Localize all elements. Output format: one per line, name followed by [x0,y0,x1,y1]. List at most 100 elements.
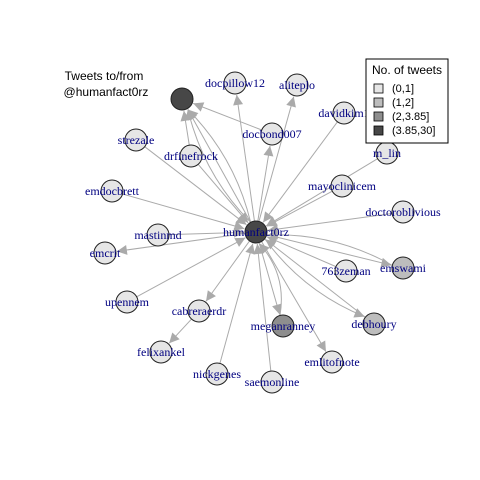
node-label-mastinmd: mastinmd [134,228,181,242]
edge-humanfact0rz-to-emswami [266,234,392,266]
arrowhead-humanfact0rz-to-docpillow12 [233,94,244,106]
node-label-mayoclinicem: mayoclinicem [308,179,377,193]
node-label-emcrit: emcrit [90,246,121,260]
node-unlabeled[interactable] [170,87,194,111]
legend-label-3: (2,3.85] [392,111,429,123]
edge-humanfact0rz-to-docpillow12 [236,94,255,222]
node-docbond007[interactable] [260,122,284,146]
legend-swatch-3 [373,111,384,122]
edge-m_lin-to-humanfact0rz [266,158,378,227]
edge-doctoroblivious-to-humanfact0rz [267,212,393,231]
arrowhead-davidkim1-to-humanfact0rz [263,211,274,223]
edge-humanfact0rz-to-unlabeled-2 [187,109,252,223]
node-label-emlitofnote: emlitofnote [304,355,359,369]
legend-swatch-1 [373,83,384,94]
edge-humanfact0rz-to-cabreraerdr [205,240,250,302]
edge-debhoury-to-humanfact0rz [265,238,366,318]
edge-humanfact0rz-to-aliteplo [258,96,295,222]
node-debhoury[interactable] [362,312,386,336]
arrowhead-humanfact0rz-to-emlitofnote [316,340,326,352]
arrowhead-humanfact0rz-to-cabreraerdr [206,290,216,302]
node-label-763zeman: 763zeman [321,264,370,278]
legend: No. of tweets (0,1] (1,2] (2,3.85] (3.85… [365,58,449,144]
arrowhead-763zeman-to-humanfact0rz [267,236,279,246]
node-label-upennem: upennem [105,295,150,309]
node-saemonline[interactable] [260,370,284,394]
node-label-doctoroblivious: doctoroblivious [365,205,441,219]
node-felixankel[interactable] [149,340,173,364]
node-label-m_lin: m_lin [373,146,401,160]
legend-label-1: (0,1] [392,83,414,95]
arrowhead-humanfact0rz-to-emcrit [116,245,128,255]
node-aliteplo[interactable] [285,73,309,97]
node-label-meganranney: meganranney [251,319,316,333]
node-mastinmd[interactable] [146,223,170,247]
node-label-debhoury: debhoury [351,317,396,331]
arrowhead-debhoury-to-humanfact0rz [265,239,277,250]
arrowhead-mayoclinicem-to-humanfact0rz [266,217,278,227]
node-label-davidkim1: davidkim1 [318,106,369,120]
node-emswami[interactable] [391,256,415,280]
node-nickgenes[interactable] [205,362,229,386]
edge-humanfact0rz-to-unlabeled-1 [187,109,252,223]
node-label-drfinefrock: drfinefrock [164,149,218,163]
node-emcrit[interactable] [93,241,117,265]
node-humanfact0rz[interactable] [244,220,268,244]
arrowhead-nickgenes-to-humanfact0rz [245,243,255,255]
title-line-2: @humanfact0rz [64,85,149,99]
node-emlitofnote[interactable] [320,350,344,374]
edge-humanfact0rz-to-debhoury-1 [264,238,365,318]
edge-davidkim1-to-humanfact0rz [262,121,338,223]
edge-nickgenes-to-humanfact0rz [219,243,254,364]
edge-humanfact0rz-to-emcrit [116,233,246,252]
legend-title: No. of tweets [372,63,442,77]
node-emdocbrett[interactable] [100,179,124,203]
node-drfinefrock[interactable] [179,144,203,168]
arrowhead-humanfact0rz-to-meganranney [272,303,282,315]
legend-label-2: (1,2] [392,97,414,109]
node-label-strezale: strezale [118,133,155,147]
node-doctoroblivious[interactable] [391,200,415,224]
node-label-emdocbrett: emdocbrett [85,184,140,198]
node-label-cabreraerdr: cabreraerdr [172,304,227,318]
edge-763zeman-to-humanfact0rz [266,236,337,268]
node-label-emswami: emswami [380,261,427,275]
arrowhead-docbond007-to-unlabeled [193,102,205,112]
title-line-1: Tweets to/from [65,69,144,83]
edges-layer [116,94,393,372]
node-label-docpillow12: docpillow12 [205,76,265,90]
edge-upennem-to-humanfact0rz [136,237,246,298]
node-label-felixankel: felixankel [137,345,186,359]
node-label-humanfact0rz: humanfact0rz [223,225,289,239]
nodes-layer [93,71,415,394]
node-docpillow12[interactable] [223,71,247,95]
legend-label-4: (3.85,30] [392,125,435,137]
node-label-nickgenes: nickgenes [193,367,241,381]
edge-humanfact0rz-to-unlabeled [187,109,252,223]
node-meganranney[interactable] [271,314,295,338]
edge-docbond007-to-unlabeled [193,102,262,131]
node-upennem[interactable] [115,290,139,314]
node-mayoclinicem[interactable] [330,174,354,198]
node-763zeman[interactable] [334,259,358,283]
edge-humanfact0rz-to-emlitofnote [261,241,327,352]
legend-swatch-4 [373,125,384,136]
arrowhead-humanfact0rz-to-debhoury-1 [353,308,365,318]
node-label-saemonline: saemonline [245,375,300,389]
edge-strezale-to-humanfact0rz [144,146,247,226]
node-davidkim1[interactable] [332,101,356,125]
arrowhead-cabreraerdr-to-felixankel [169,332,180,344]
arrowhead-upennem-to-humanfact0rz [234,237,246,247]
graph-title: Tweets to/from @humanfact0rz [64,69,149,99]
node-cabreraerdr[interactable] [187,299,211,323]
arrowhead-humanfact0rz-to-docbond007 [263,145,274,157]
node-strezale[interactable] [124,128,148,152]
arrowhead-saemonline-to-humanfact0rz [253,243,264,255]
arrowhead-emdocbrett-to-humanfact0rz [233,221,245,231]
arrowhead-humanfact0rz-to-aliteplo [286,96,296,108]
edge-mayoclinicem-to-humanfact0rz [266,190,333,227]
edge-saemonline-to-humanfact0rz [256,243,272,372]
arrowhead-drfinefrock-to-unlabeled [180,110,191,122]
